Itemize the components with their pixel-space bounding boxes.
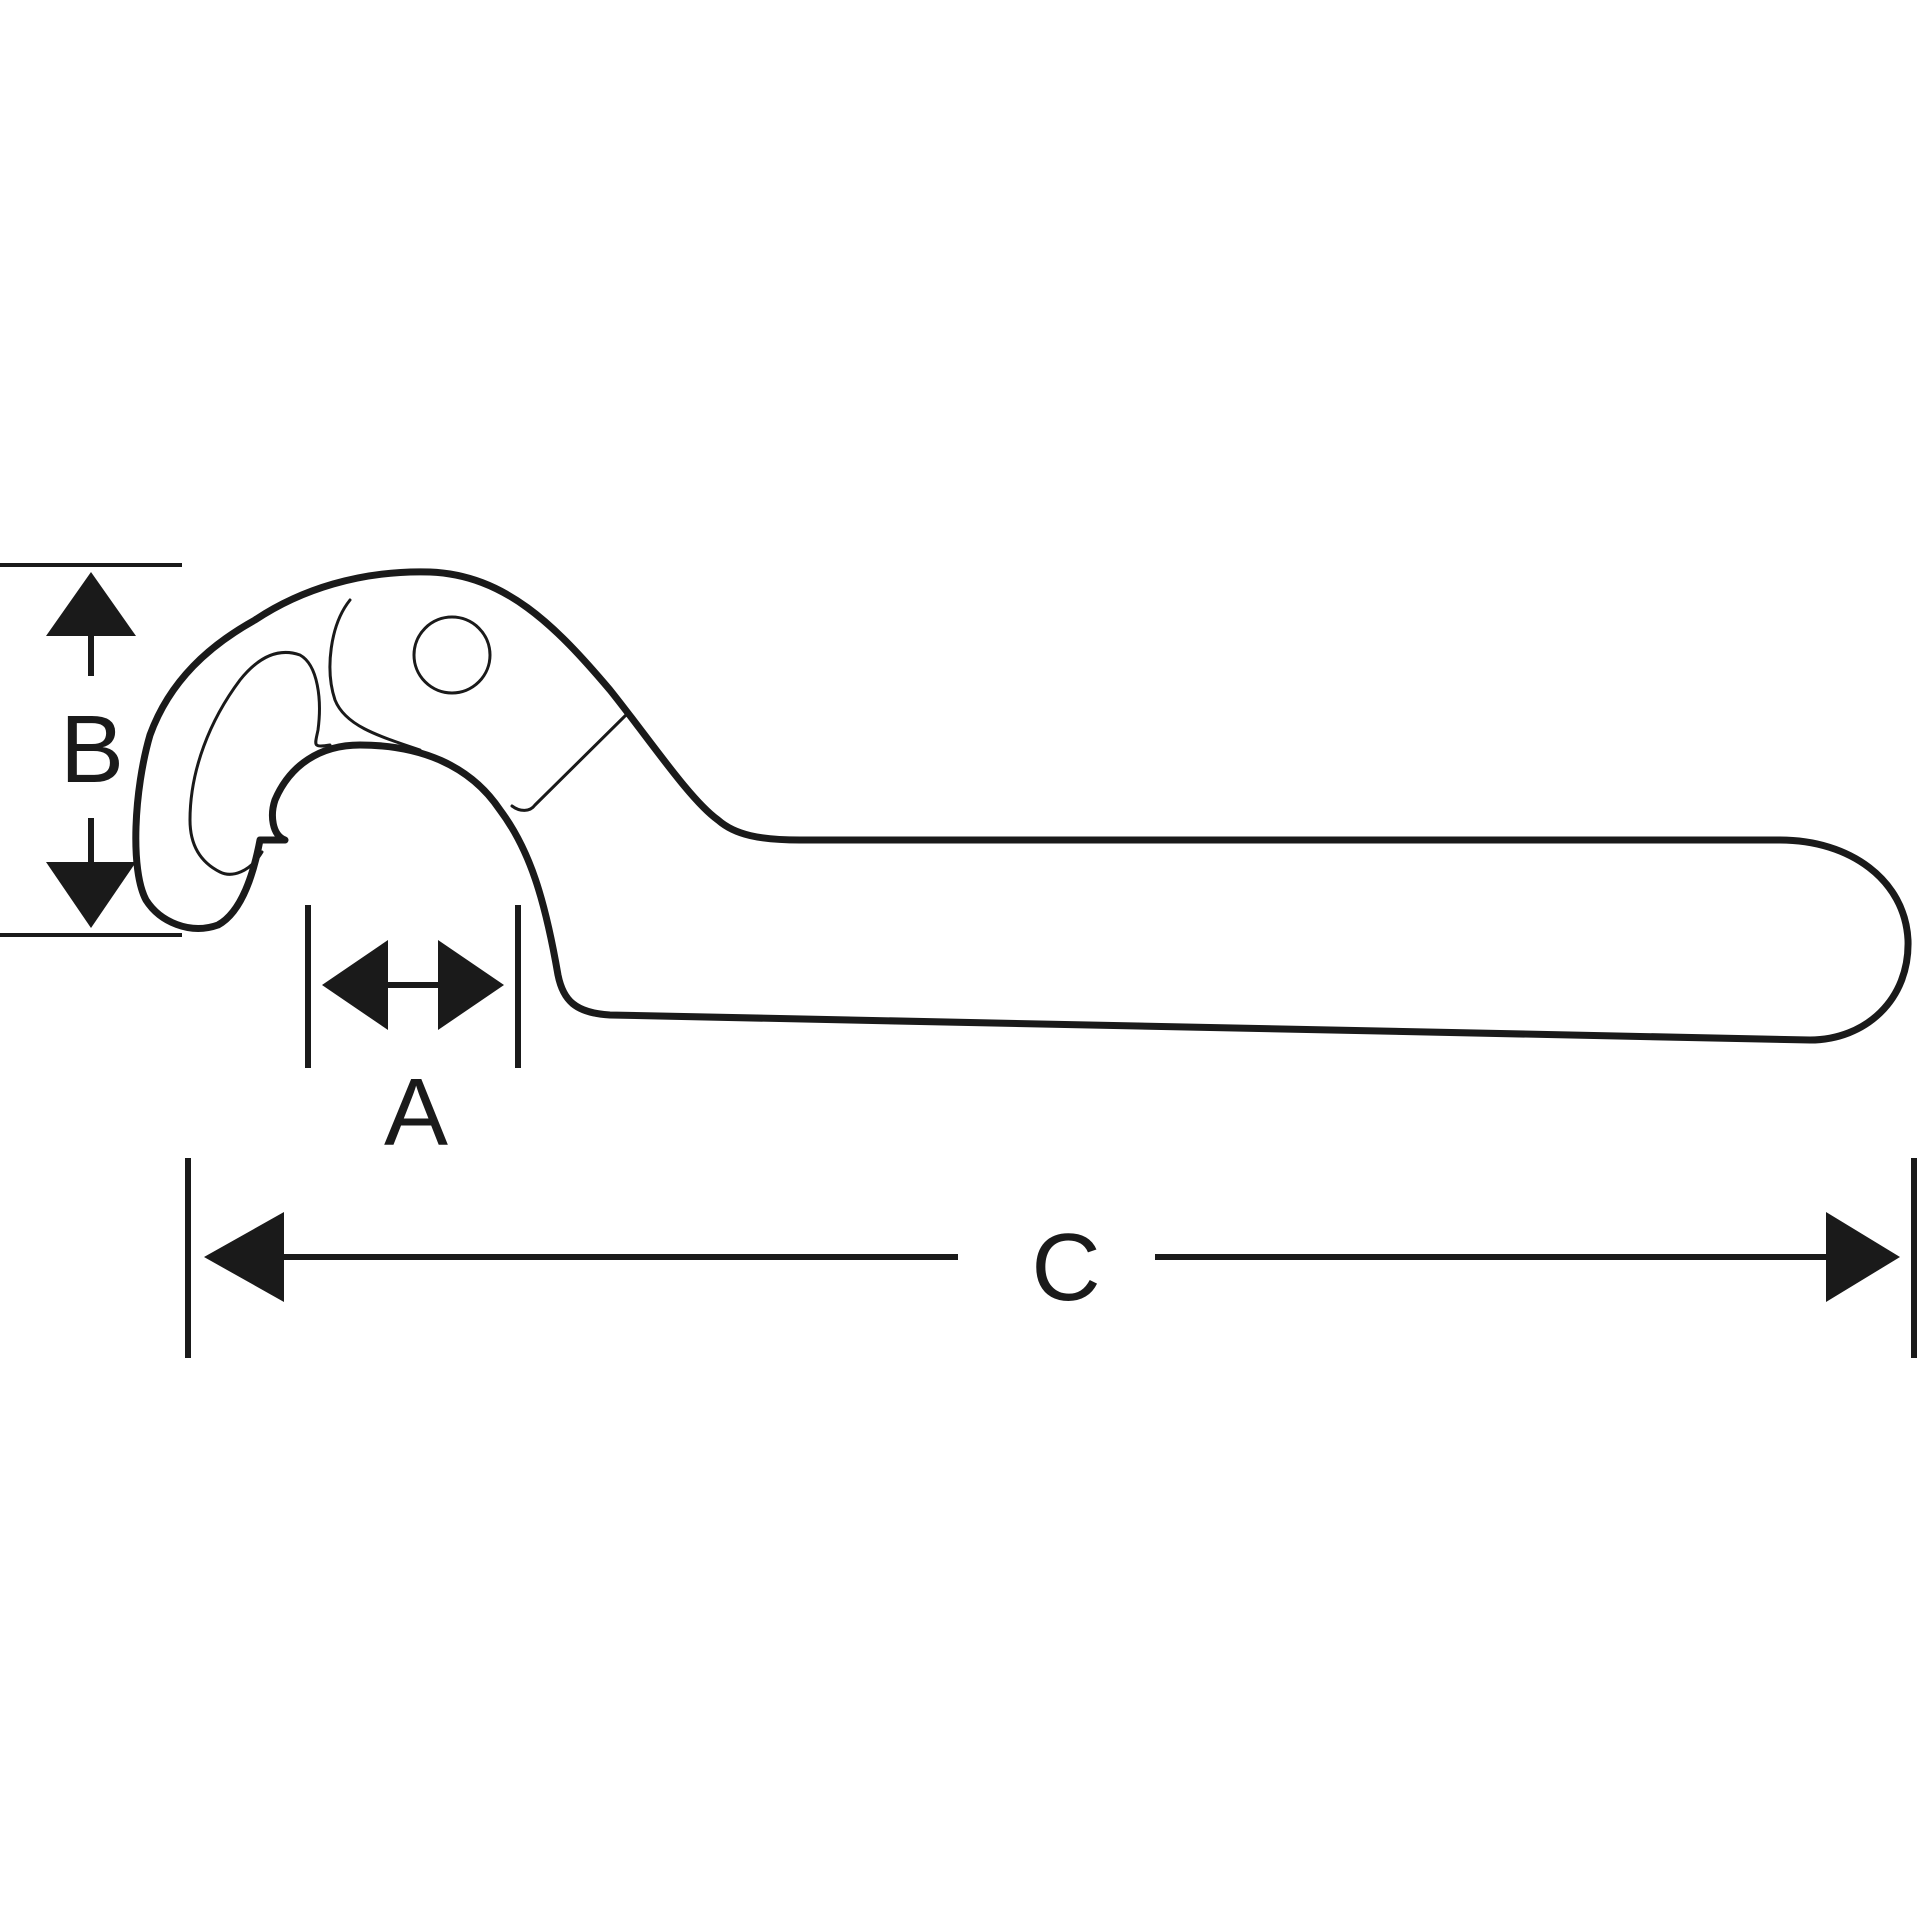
dimension-c: C [185, 1158, 1917, 1358]
head-contour-detail [328, 598, 422, 752]
dimension-c-arrow-right [1826, 1212, 1900, 1302]
dimension-b: B [0, 563, 182, 937]
pivot-rivet [412, 615, 492, 695]
wrench-outline [132, 568, 1912, 1044]
dimension-b-arrow-down [46, 862, 136, 928]
dimension-a-arrow-left [322, 940, 388, 1030]
dimension-a: A [305, 905, 521, 1166]
hook-inner-detail [188, 650, 332, 876]
dimension-c-arrow-left [204, 1212, 284, 1302]
dimension-c-label: C [1031, 1214, 1100, 1321]
hook-spanner-wrench [132, 568, 1912, 1044]
dimension-a-arrow-right [438, 940, 504, 1030]
swivel-joint-line [510, 711, 630, 812]
dimension-a-label: A [384, 1059, 448, 1166]
dimension-b-label: B [60, 696, 124, 803]
dimension-b-arrow-up [46, 572, 136, 636]
